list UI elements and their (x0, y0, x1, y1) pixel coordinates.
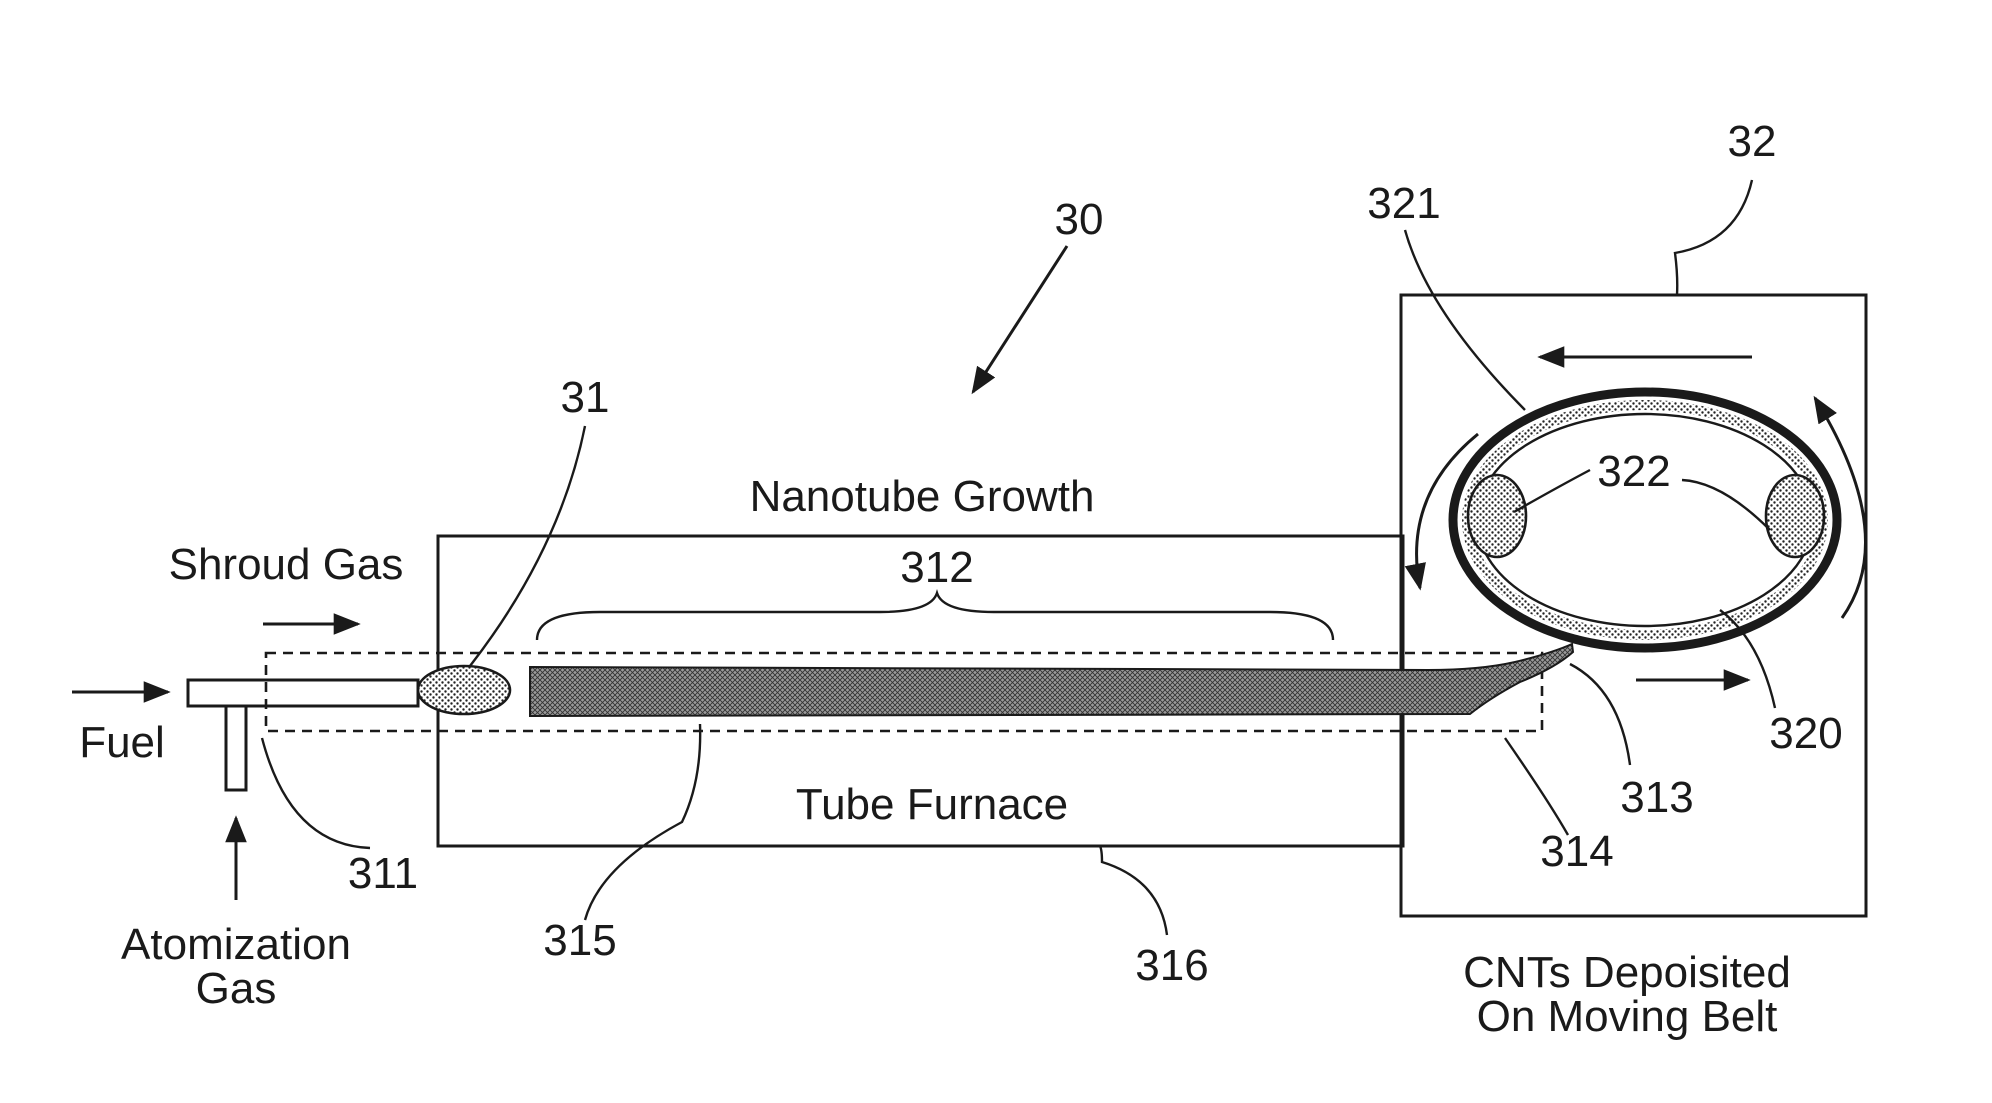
ref-316: 316 (1135, 941, 1208, 990)
leader-313 (1570, 664, 1630, 765)
leader-321 (1405, 230, 1525, 410)
ref-32: 32 (1728, 117, 1777, 166)
brace-312 (537, 593, 1333, 640)
leader-316 (1100, 846, 1167, 935)
ref-30-arrow (973, 246, 1067, 392)
cnts-deposited-label-1: CNTs Depoisited (1463, 948, 1791, 997)
catalyst-droplet (418, 666, 510, 714)
roller-left (1468, 475, 1526, 557)
ref-313: 313 (1620, 773, 1693, 822)
leader-311 (262, 738, 370, 848)
nanotube-growth-label: Nanotube Growth (750, 472, 1095, 521)
atomization-gas-label-2: Gas (196, 964, 277, 1013)
ref-322: 322 (1597, 447, 1670, 496)
ref-312: 312 (900, 543, 973, 592)
leader-314 (1505, 738, 1568, 835)
fuel-label: Fuel (79, 718, 165, 767)
ref-31: 31 (561, 373, 610, 422)
ref-314: 314 (1540, 827, 1613, 876)
injector-tube (188, 680, 418, 706)
cnts-deposited-label-2: On Moving Belt (1477, 992, 1778, 1041)
tube-furnace-label: Tube Furnace (796, 780, 1068, 829)
ref-321: 321 (1367, 179, 1440, 228)
ref-315: 315 (543, 916, 616, 965)
leader-322-left (1514, 470, 1590, 512)
nanotube-stream (530, 644, 1573, 716)
ref-30: 30 (1055, 195, 1104, 244)
atomization-inlet (226, 706, 246, 790)
ref-320: 320 (1769, 709, 1842, 758)
leader-315 (585, 724, 700, 920)
atomization-gas-label-1: Atomization (121, 920, 351, 969)
leader-322-right (1682, 480, 1770, 530)
roller-right (1766, 475, 1824, 557)
leader-32 (1675, 180, 1752, 295)
shroud-gas-label: Shroud Gas (169, 540, 404, 589)
ref-311: 311 (348, 849, 418, 898)
leader-31 (470, 426, 585, 666)
belt-inner-edge (1477, 414, 1813, 626)
